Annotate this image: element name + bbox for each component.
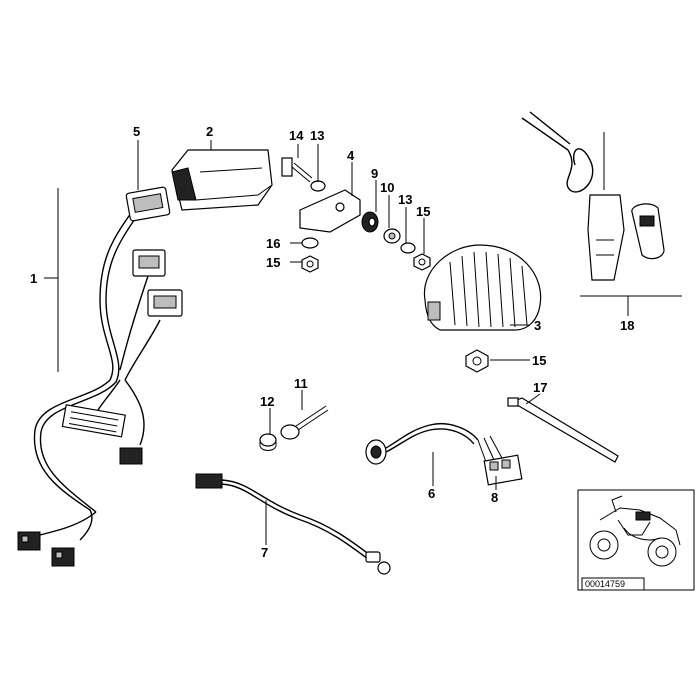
callout-4: 4 [347, 148, 355, 163]
cap-12 [259, 433, 277, 451]
callout-1: 1 [30, 271, 37, 286]
wiring-harness [17, 186, 183, 567]
motorcycle-icon [589, 495, 681, 567]
screw-14 [281, 157, 313, 183]
cable-lead-7 [195, 473, 391, 575]
callout-14: 14 [289, 128, 304, 143]
control-unit [171, 149, 273, 211]
callout-3: 3 [534, 318, 541, 333]
cable-tie [507, 397, 619, 463]
callout-6: 6 [428, 486, 435, 501]
callout-8: 8 [491, 490, 498, 505]
callout-5: 5 [133, 124, 140, 139]
screw-11 [280, 405, 329, 440]
nut-15-lower [465, 349, 489, 373]
callout-13-right: 13 [398, 192, 412, 207]
rubber-mount-9 [361, 211, 379, 233]
callout-11: 11 [294, 376, 308, 391]
mounting-bracket [299, 189, 361, 233]
callout-12: 12 [260, 394, 274, 409]
connector-plug-8 [483, 454, 523, 486]
grille-cover [423, 244, 542, 331]
washer-13-top [310, 180, 326, 192]
callout-17: 17 [533, 380, 547, 395]
nut-15-left [301, 255, 319, 273]
callout-13-top: 13 [310, 128, 324, 143]
callout-16: 16 [266, 236, 280, 251]
callout-15-lower: 15 [532, 353, 546, 368]
callout-2: 2 [206, 124, 213, 139]
socket-cable [365, 423, 503, 465]
callout-labels: 1 2 3 4 5 6 7 8 9 10 11 12 13 13 14 15 1… [30, 124, 634, 560]
bushing-10 [383, 228, 401, 244]
callout-9: 9 [371, 166, 378, 181]
reference-number: 00014759 [585, 579, 625, 589]
leader-lines [44, 140, 682, 545]
washer-13-right [400, 242, 416, 254]
callout-18: 18 [620, 318, 634, 333]
callout-15-right: 15 [416, 204, 430, 219]
alarm-remote-kit [521, 111, 665, 281]
nut-15-right [413, 253, 431, 271]
callout-15-left: 15 [266, 255, 280, 270]
washer-16 [301, 237, 319, 249]
callout-7: 7 [261, 545, 268, 560]
motorcycle-inset: 00014759 [577, 489, 695, 591]
callout-10: 10 [380, 180, 394, 195]
